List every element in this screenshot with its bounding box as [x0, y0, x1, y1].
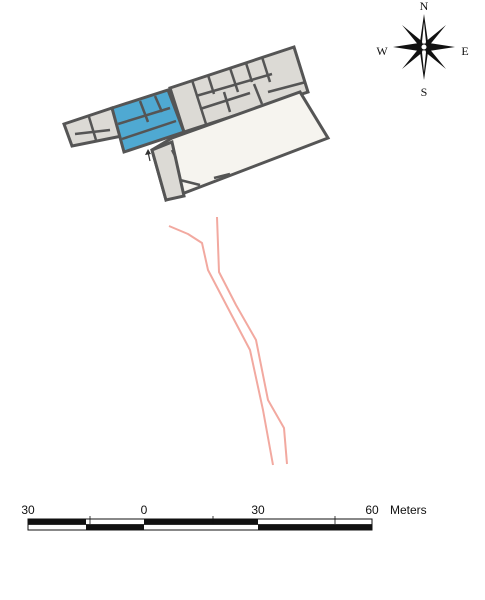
scale-unit-label: Meters	[390, 503, 427, 517]
compass-south-label: S	[421, 85, 428, 99]
compass-north-label: N	[420, 0, 429, 13]
compass-east-label: E	[461, 44, 468, 58]
scale-segment	[144, 519, 258, 525]
interior-walls	[74, 56, 307, 187]
scale-bar	[27, 516, 373, 531]
scale-label-0: 0	[141, 503, 148, 517]
compass-rose-icon	[393, 14, 455, 80]
path-line-right	[216, 216, 288, 465]
path-line-left	[168, 225, 274, 466]
path-lines	[168, 216, 288, 466]
compass-west-label: W	[376, 44, 388, 58]
scale-label-30-left: 30	[21, 503, 35, 517]
southwest-range	[150, 139, 186, 202]
scale-label-30-right: 30	[251, 503, 265, 517]
entrance-arrow-icon	[145, 149, 151, 162]
scale-segment	[28, 519, 86, 525]
scale-segment	[86, 524, 144, 530]
scale-segment	[258, 524, 372, 530]
building-footprint	[62, 45, 331, 202]
scale-label-60: 60	[365, 503, 379, 517]
